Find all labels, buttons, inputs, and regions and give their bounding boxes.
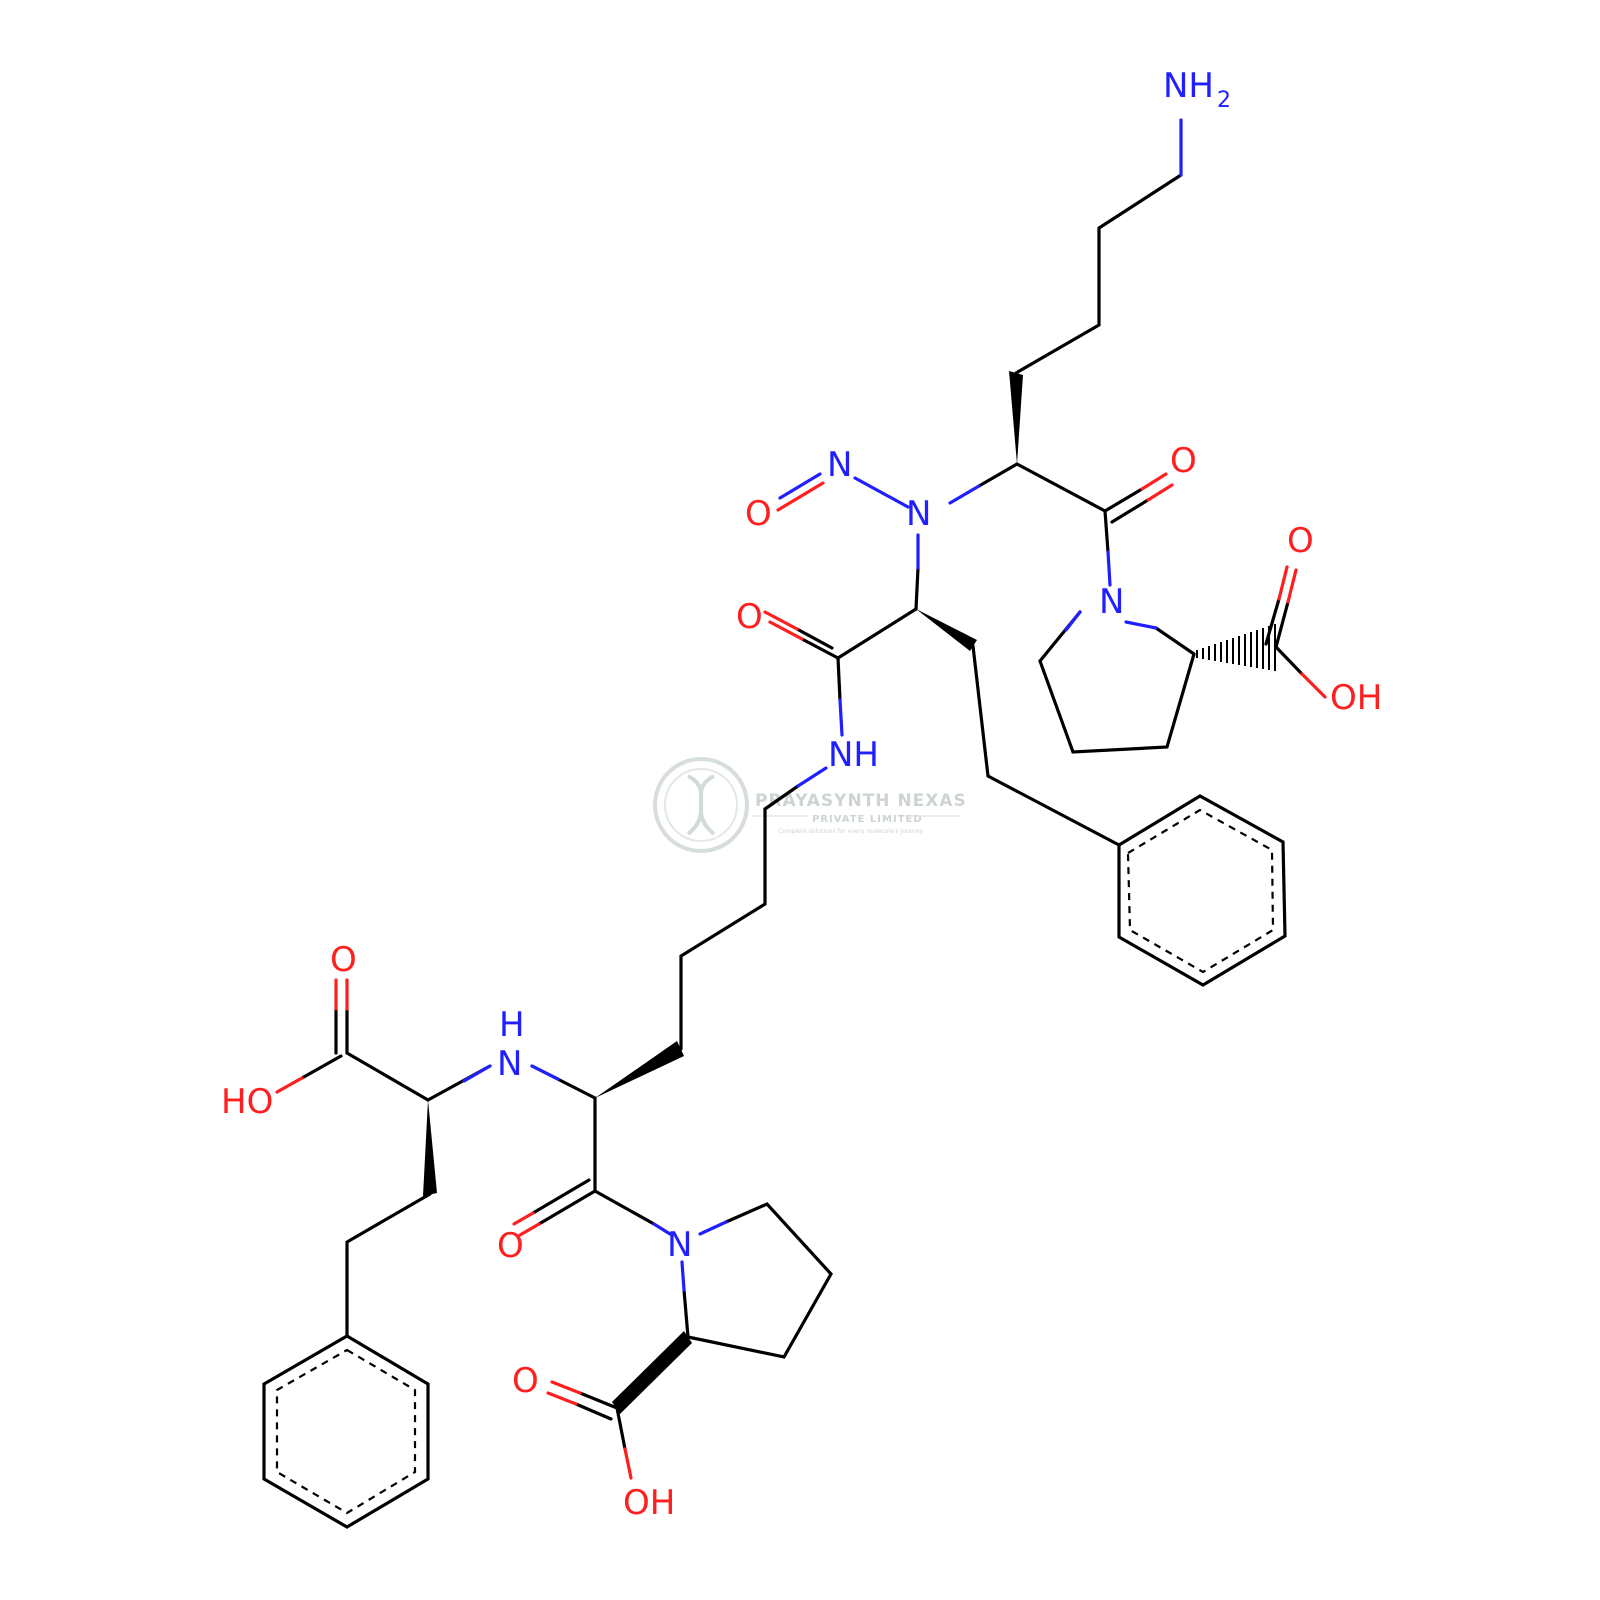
atom-label-nitroso-n: N	[827, 445, 852, 485]
atom-labels: NH 2 N O N O N O OH O NH O HO H N O N O …	[221, 66, 1382, 1523]
atom-label-n-nitrosated: N	[906, 494, 931, 534]
watermark: PRAYASYNTH NEXAS PRIVATE LIMITED Complet…	[653, 757, 967, 853]
atom-label-nh2-subscript: 2	[1217, 88, 1231, 113]
atom-label-n-amine: N	[497, 1044, 522, 1084]
atom-label-ho-acid-left: HO	[221, 1082, 273, 1122]
wedge-bond	[916, 609, 977, 651]
atom-label-n-proline-lower: N	[667, 1225, 692, 1265]
watermark-tagline: Complete solutions for every molecule's …	[778, 828, 924, 835]
wedge-bond	[423, 1100, 437, 1196]
watermark-logo-icon	[653, 757, 749, 853]
atom-label-o-ketone-lower: O	[497, 1226, 524, 1266]
atom-label-o-acid-upper: O	[1287, 521, 1314, 561]
watermark-company: PRAYASYNTH NEXAS	[755, 791, 967, 811]
atom-label-h-amine: H	[499, 1005, 525, 1045]
atom-label-oh-acid-lower: OH	[623, 1483, 675, 1523]
wedge-bond	[595, 1041, 684, 1098]
atom-label-o-amide: O	[736, 597, 763, 637]
atom-label-oh-acid-upper: OH	[1330, 678, 1382, 718]
hashed-bond	[1196, 624, 1276, 671]
atom-label-nitroso-o: O	[745, 494, 772, 534]
wedge-bond	[612, 1331, 692, 1414]
atom-label-nh-amide: NH	[828, 735, 879, 775]
atom-label-o-acid-lower: O	[512, 1361, 539, 1401]
watermark-subtitle: PRIVATE LIMITED	[812, 814, 923, 825]
atom-label-o-ketone-upper: O	[1170, 441, 1197, 481]
heteroatom-bonds	[275, 118, 1327, 1480]
atom-label-nh2: NH	[1163, 66, 1214, 106]
atom-label-n-proline-upper: N	[1099, 582, 1124, 622]
wedge-bond	[1009, 371, 1023, 464]
atom-label-o-acid-left: O	[330, 940, 357, 980]
bonds	[262, 173, 1304, 1529]
